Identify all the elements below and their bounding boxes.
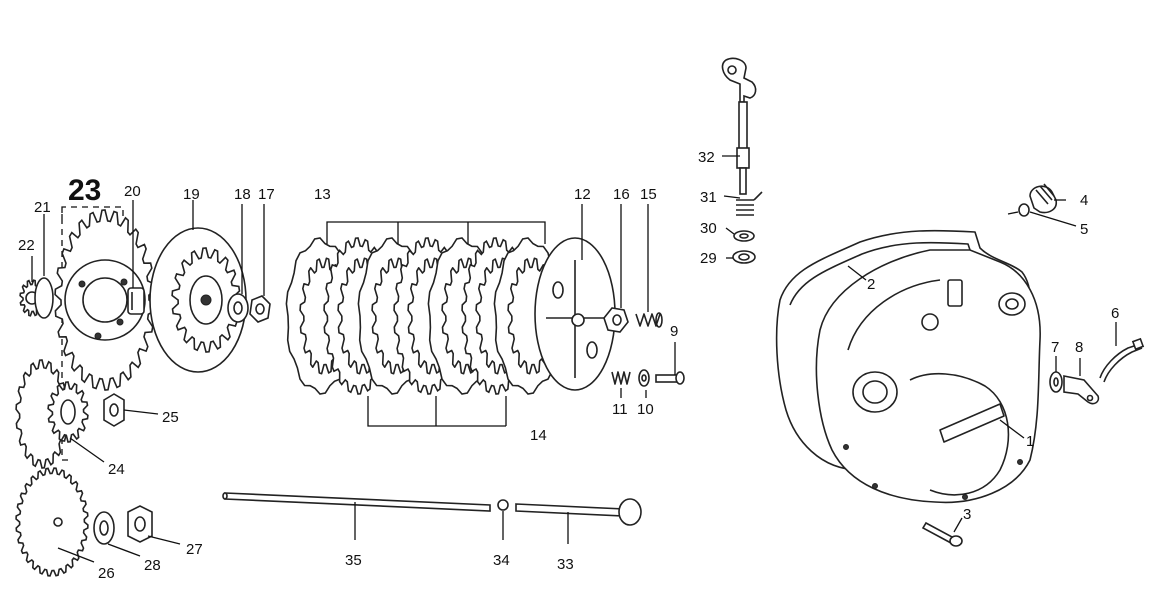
part-4-filler-plug bbox=[1029, 183, 1058, 214]
clutch-disc-pack bbox=[285, 237, 563, 395]
label-30: 30 bbox=[700, 220, 717, 237]
part-20-hub-nut bbox=[127, 287, 145, 315]
label-20: 20 bbox=[124, 183, 141, 200]
part-27-nut bbox=[127, 505, 153, 543]
part-31-spring bbox=[736, 191, 763, 216]
label-13: 13 bbox=[314, 186, 331, 203]
label-4: 4 bbox=[1080, 192, 1088, 209]
label-24: 24 bbox=[108, 461, 125, 478]
label-17: 17 bbox=[258, 186, 275, 203]
label-2: 2 bbox=[867, 276, 875, 293]
part-28-washer bbox=[93, 511, 115, 545]
part-25-nut bbox=[103, 393, 125, 427]
label-10: 10 bbox=[637, 401, 654, 418]
part-24-gear-assembly bbox=[15, 359, 89, 469]
part-33-push-rod bbox=[515, 498, 642, 526]
label-26: 26 bbox=[98, 565, 115, 582]
label-1: 1 bbox=[1026, 433, 1034, 450]
label-35: 35 bbox=[345, 552, 362, 569]
label-6: 6 bbox=[1111, 305, 1119, 322]
part-26-large-gear bbox=[15, 467, 89, 577]
label-9: 9 bbox=[670, 323, 678, 340]
label-12: 12 bbox=[574, 186, 591, 203]
part-35-push-rod bbox=[222, 492, 491, 512]
label-21: 21 bbox=[34, 199, 51, 216]
part-12-pressure-cover bbox=[534, 237, 616, 391]
label-18: 18 bbox=[234, 186, 251, 203]
part-32-release-lever bbox=[721, 57, 757, 195]
label-14: 14 bbox=[530, 427, 547, 444]
leader-lines bbox=[31, 155, 1117, 563]
label-27: 27 bbox=[186, 541, 203, 558]
label-11: 11 bbox=[612, 401, 628, 418]
part-23-clutch-housing bbox=[54, 209, 156, 391]
part-10-washer bbox=[638, 369, 650, 387]
label-22: 22 bbox=[18, 237, 35, 254]
label-15: 15 bbox=[640, 186, 657, 203]
label-23: 23 bbox=[68, 174, 101, 207]
group-23-bracket bbox=[61, 206, 124, 461]
label-16: 16 bbox=[613, 186, 630, 203]
part-34-ball bbox=[497, 499, 509, 511]
part-3-bolt bbox=[921, 521, 963, 547]
label-19: 19 bbox=[183, 186, 200, 203]
part-1-clutch-cover bbox=[815, 249, 1041, 504]
part-15-spring bbox=[635, 312, 663, 328]
label-34: 34 bbox=[493, 552, 510, 569]
part-29-seal bbox=[732, 250, 756, 264]
part-8-sensor bbox=[1063, 375, 1100, 405]
label-33: 33 bbox=[557, 556, 574, 573]
part-11-spring bbox=[611, 371, 631, 385]
label-25: 25 bbox=[162, 409, 179, 426]
part-21-ring bbox=[34, 277, 54, 319]
part-19-pressure-plate bbox=[149, 227, 247, 373]
part-7-seal bbox=[1049, 371, 1063, 393]
label-32: 32 bbox=[698, 149, 715, 166]
label-7: 7 bbox=[1051, 339, 1059, 356]
part-18-washer bbox=[227, 293, 249, 323]
part-2-gasket-inner bbox=[789, 241, 973, 306]
part-17-nut bbox=[249, 295, 271, 323]
part-6-cable bbox=[1099, 337, 1145, 383]
label-29: 29 bbox=[700, 250, 717, 267]
label-28: 28 bbox=[144, 557, 161, 574]
label-3: 3 bbox=[963, 506, 971, 523]
label-8: 8 bbox=[1075, 339, 1083, 356]
part-5-o-ring bbox=[1018, 203, 1030, 217]
part-30-washer bbox=[733, 230, 755, 242]
part-16-nut bbox=[603, 307, 629, 333]
label-31: 31 bbox=[700, 189, 717, 206]
part-9-bolt bbox=[655, 371, 685, 385]
part-number-labels: 1 2 3 4 5 6 7 8 9 10 11 12 13 14 15 16 1… bbox=[18, 149, 1119, 582]
label-5: 5 bbox=[1080, 221, 1088, 238]
